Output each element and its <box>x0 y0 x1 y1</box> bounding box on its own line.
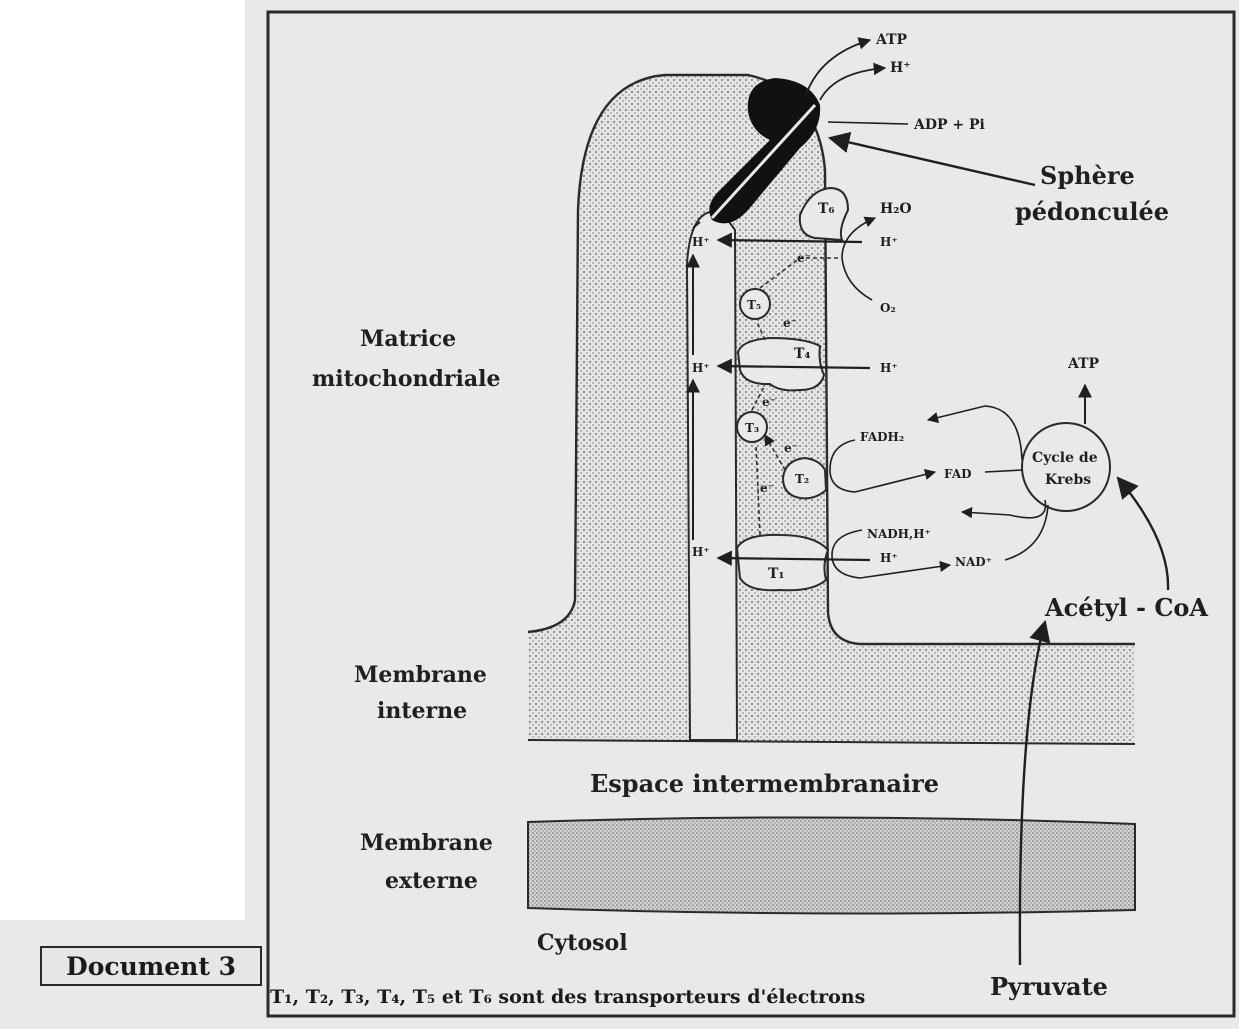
label-membrane-externe-line2: externe <box>385 868 478 894</box>
label-krebs-line2: Krebs <box>1045 472 1091 488</box>
diagram-frame <box>266 10 1236 1018</box>
label-h-left-2: H⁺ <box>692 361 710 375</box>
label-membrane-interne-line1: Membrane <box>354 662 487 688</box>
label-o2: O₂ <box>880 301 896 315</box>
label-h-left-1: H⁺ <box>692 235 710 249</box>
label-atp-top: ATP <box>875 32 908 48</box>
label-cytosol: Cytosol <box>537 930 628 956</box>
carrier-t6 <box>798 186 850 242</box>
label-e-4: e⁻ <box>784 441 798 455</box>
krebs-cycle <box>1021 422 1111 512</box>
inner-membrane <box>528 75 1135 744</box>
inner-membrane-outline <box>527 73 1135 646</box>
label-e-1: e⁻ <box>797 251 811 265</box>
label-fad: FAD <box>944 467 972 481</box>
label-espace-intermembranaire: Espace intermembranaire <box>590 769 939 798</box>
document-caption-box: Document 3 <box>40 946 262 986</box>
label-t1: T₁ <box>768 566 785 582</box>
label-membrane-interne-line2: interne <box>377 698 467 724</box>
label-t3: T₃ <box>745 421 759 435</box>
atp-synthase-sphere <box>709 78 821 224</box>
nad-return <box>1004 504 1049 561</box>
crista-lumen <box>685 210 739 741</box>
outer-membrane <box>527 816 1136 915</box>
label-h-plus-top: H⁺ <box>890 60 911 76</box>
label-t2: T₂ <box>795 472 809 486</box>
label-sphere-line2: pédonculée <box>1015 197 1169 226</box>
inner-membrane-bottom <box>527 739 1136 745</box>
proton-flow-up-3 <box>692 221 701 229</box>
label-nadh: NADH,H⁺ <box>867 527 931 541</box>
adp-pi-line <box>827 121 909 125</box>
carrier-t2 <box>781 456 828 500</box>
label-acetyl-coa: Acétyl - CoA <box>1044 593 1208 622</box>
fadh2-arrow <box>926 405 1023 461</box>
carrier-t3 <box>736 411 768 443</box>
label-pyruvate: Pyruvate <box>990 972 1108 1001</box>
proton-arrow-t6 <box>716 232 863 248</box>
carrier-t1 <box>735 533 830 592</box>
atp-exit-arrow <box>805 37 872 96</box>
label-h-right-1: H⁺ <box>880 235 898 249</box>
label-matrice-line2: mitochondriale <box>312 366 500 392</box>
electron-path <box>751 257 838 536</box>
label-fadh2: FADH₂ <box>860 430 904 444</box>
label-t4: T₄ <box>794 346 811 362</box>
carrier-t5 <box>739 288 771 320</box>
fad-return <box>984 469 1023 473</box>
label-e-3: e⁻ <box>762 395 776 409</box>
document-label: Document 3 <box>66 951 236 981</box>
label-nad: NAD⁺ <box>955 555 992 569</box>
label-adp-pi: ADP + Pi <box>913 117 985 133</box>
acetyl-coa-arrow <box>1116 476 1170 591</box>
sphere-pointer <box>827 131 1036 187</box>
proton-arrow-t4 <box>716 358 871 374</box>
caption-note: T₁, T₂, T₃, T₄, T₅ et T₆ sont des transp… <box>270 986 866 1008</box>
nadh-arrow <box>960 499 1047 519</box>
label-membrane-externe-line1: Membrane <box>360 830 493 856</box>
label-matrice-line1: Matrice <box>360 326 456 352</box>
pyruvate-arrow <box>1018 619 1051 966</box>
label-krebs-line1: Cycle de <box>1032 450 1098 466</box>
label-atp-right: ATP <box>1067 356 1100 372</box>
label-e-5: e⁻ <box>760 481 774 495</box>
proton-arrow-t1 <box>716 550 871 566</box>
label-e-2: e⁻ <box>783 316 797 330</box>
oxygen-curve <box>841 216 877 301</box>
label-h-left-3: H⁺ <box>692 545 710 559</box>
label-t6: T₆ <box>818 201 835 217</box>
label-h2o: H₂O <box>880 201 912 217</box>
label-h-right-3: H⁺ <box>880 551 898 565</box>
label-h-right-2: H⁺ <box>880 361 898 375</box>
atp-synthase-channel <box>710 103 817 220</box>
label-t5: T₅ <box>747 298 761 312</box>
nadh-to-t1 <box>831 529 952 579</box>
fadh2-to-t2 <box>829 439 937 493</box>
proton-exit-arrow <box>819 62 887 101</box>
carrier-t4 <box>736 336 826 392</box>
label-sphere-line1: Sphère <box>1040 161 1135 190</box>
